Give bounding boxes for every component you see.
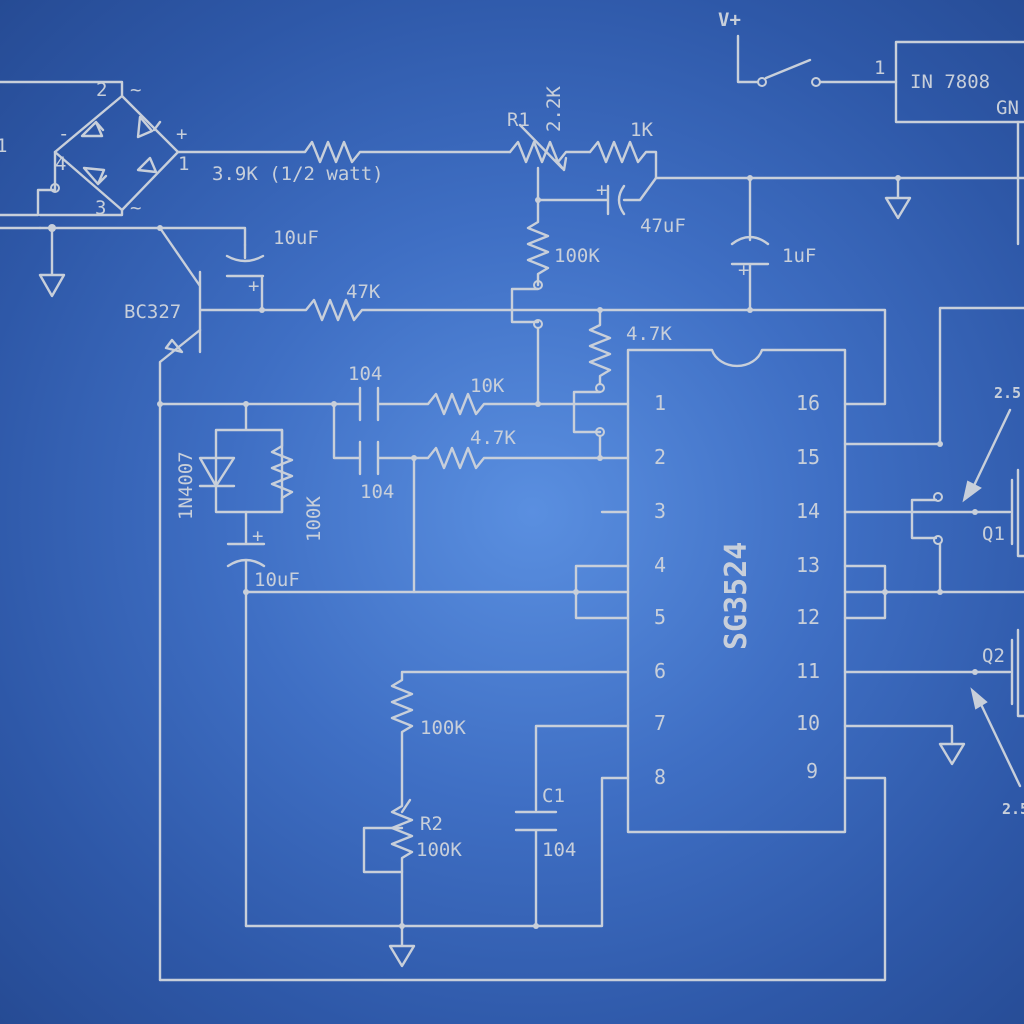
- capacitor-104-bottom-label: 104: [360, 481, 394, 503]
- ic-pin-7: 7: [654, 711, 666, 735]
- ic-pin-6: 6: [654, 659, 666, 683]
- r2-value: 100K: [416, 839, 462, 861]
- capacitor-10uf-bottom-label: 10uF: [254, 569, 300, 591]
- bridge-pin-4: 4: [55, 153, 66, 175]
- bridge-tilde-top: ~: [130, 79, 141, 101]
- ic-pin-8: 8: [654, 765, 666, 789]
- q1-label: Q1: [982, 523, 1005, 545]
- r1-name: R1: [507, 109, 530, 131]
- c10-bottom-polarity: +: [252, 525, 263, 547]
- r1-value: 2.2K: [543, 86, 565, 132]
- bridge-minus: -: [58, 123, 69, 145]
- regulator-7808: [894, 40, 1024, 124]
- c1-name: C1: [542, 785, 565, 807]
- capacitor-47uf-label: 47uF: [640, 215, 686, 237]
- capacitor-1uf-label: 1uF: [782, 245, 816, 267]
- bridge-terminal: [50, 183, 60, 193]
- bridge-plus: +: [176, 123, 187, 145]
- left-cut-label: 1: [0, 135, 7, 157]
- c1-value: 104: [542, 839, 576, 861]
- bridge-pin-3: 3: [95, 197, 106, 219]
- ic-pin-14: 14: [796, 499, 820, 523]
- bridge-pin-2: 2: [96, 79, 107, 101]
- capacitor-10uf-top-label: 10uF: [273, 227, 319, 249]
- resistor-10k-label: 10K: [470, 375, 505, 397]
- c47-polarity: +: [596, 179, 607, 201]
- r2-name: R2: [420, 813, 443, 835]
- bridge-pin-1: 1: [178, 153, 189, 175]
- resistor-4.7k-c-label: 4.7K: [470, 427, 516, 449]
- diode-1n4007-label: 1N4007: [175, 451, 197, 520]
- c10-top-polarity: +: [248, 275, 259, 297]
- ic-sg3524: SG3524: [626, 348, 847, 834]
- resistor-100k-mid-label: 100K: [420, 717, 466, 739]
- ic-pin-1: 1: [654, 391, 666, 415]
- cut-label-bottom: 2.5: [1002, 800, 1024, 818]
- c1uf-polarity: +: [738, 259, 749, 281]
- ic-name: SG3524: [719, 542, 754, 650]
- ic-pin-12: 12: [796, 605, 820, 629]
- ground-symbol-right: [938, 742, 966, 766]
- q2-label: Q2: [982, 645, 1005, 667]
- resistor-3.9k-label: 3.9K (1/2 watt): [212, 163, 384, 185]
- ground-symbol-left: [38, 226, 66, 298]
- ic-pin-10: 10: [796, 711, 820, 735]
- ic-pin-15: 15: [796, 445, 820, 469]
- transistor-bc327-label: BC327: [124, 301, 181, 323]
- resistor-4.7k-b-label: 4.7K: [626, 323, 672, 345]
- regulator-gnd-label: GN: [996, 97, 1019, 119]
- ic-pin-5: 5: [654, 605, 666, 629]
- bridge-tilde-bottom: ~: [130, 197, 141, 219]
- ic-pin-3: 3: [654, 499, 666, 523]
- switch-pin-label: 1: [874, 57, 885, 79]
- cut-label-top: 2.5: [994, 384, 1021, 402]
- ic-pin-11: 11: [796, 659, 820, 683]
- resistor-47k-label: 47K: [346, 281, 381, 303]
- ground-symbol-bottom: [388, 924, 416, 968]
- ic-pin-9: 9: [806, 759, 818, 783]
- ic-pin-2: 2: [654, 445, 666, 469]
- resistor-100k-top-label: 100K: [554, 245, 600, 267]
- regulator-label: IN 7808: [910, 71, 990, 93]
- vplus-label: V+: [718, 9, 741, 31]
- resistor-1k-label: 1K: [630, 119, 653, 141]
- resistor-100k-diode-label: 100K: [303, 496, 325, 542]
- ic-pin-4: 4: [654, 553, 666, 577]
- ic-pin-13: 13: [796, 553, 820, 577]
- ground-symbol-top-right: [884, 176, 912, 220]
- transistor-bc327: [158, 226, 264, 982]
- bridge-rectifier: 2 ~ - + 4 1 3 ~ 1: [0, 79, 247, 247]
- ic-pin-16: 16: [796, 391, 820, 415]
- capacitor-104-top-label: 104: [348, 363, 382, 385]
